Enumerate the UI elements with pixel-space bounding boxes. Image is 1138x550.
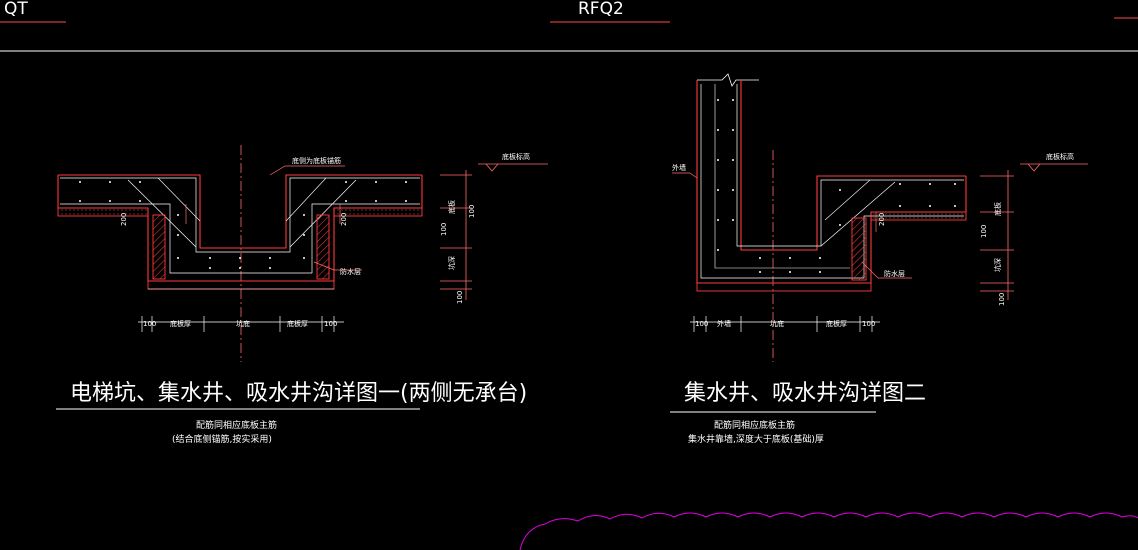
detail-1-note-1: 配筋同相应底板主筋 <box>196 419 277 431</box>
sheet-label-center: RFQ2 <box>578 0 624 19</box>
label-slab-thk: 底板 <box>447 200 456 214</box>
label-waterproof: 防水层 <box>884 269 905 278</box>
dim-100-b: 100 <box>998 293 1006 306</box>
rebar-dots <box>79 181 407 269</box>
detail-2-note-2: 集水井靠墙,深度大于底板(基础)厚 <box>688 433 824 445</box>
dim-100-b: 100 <box>456 291 464 304</box>
label-wall: 外墙 <box>672 163 686 172</box>
elevation-dims <box>980 163 1088 300</box>
bottom-dim-4: 底板厚 <box>826 319 847 328</box>
break-mark <box>697 73 759 87</box>
revision-cloud <box>519 512 1138 550</box>
elevation-dims <box>440 163 548 300</box>
detail-2-title: 集水井、吸水井沟详图二 <box>684 381 926 406</box>
label-waterproof: 防水层 <box>340 267 361 276</box>
bottom-dim-5: 100 <box>324 320 337 328</box>
leaders <box>269 165 362 271</box>
label-slab-level: 底板标高 <box>502 152 530 161</box>
detail-1-note-2: (结合底侧锚筋,按实采用) <box>172 433 272 445</box>
pit-structure <box>696 80 967 284</box>
bottom-dim-1: 100 <box>143 320 156 328</box>
bottom-dims <box>690 212 880 332</box>
dim-200-right: 200 <box>340 213 348 226</box>
bottom-dims <box>138 204 344 332</box>
bottom-dim-4: 底板厚 <box>287 319 308 328</box>
label-top-rebar: 底侧为底板锚筋 <box>292 156 341 165</box>
dim-200-left: 200 <box>120 213 128 226</box>
detail-1-title: 电梯坑、集水井、吸水井沟详图一(两侧无承台) <box>70 381 527 406</box>
detail-1: 底侧为底板锚筋 底板标高 防水层 底板 坑深 200 200 100 100 1… <box>56 145 548 445</box>
rebar-dots <box>717 99 956 273</box>
label-pit-depth: 坑深 <box>447 256 456 270</box>
label-slab-level: 底板标高 <box>1046 152 1074 161</box>
sheet-label-left: QT <box>4 0 28 19</box>
bottom-dim-3: 坑底 <box>236 319 250 328</box>
leaders <box>672 172 912 279</box>
bottom-dim-2: 外墙 <box>717 319 731 328</box>
dim-100-c: 100 <box>468 205 476 218</box>
sheet-header: QT RFQ2 <box>0 0 1138 52</box>
bottom-dim-2: 底板厚 <box>170 319 191 328</box>
bottom-dim-5: 100 <box>862 320 875 328</box>
waterproof-layer <box>57 207 423 290</box>
dim-100-a: 100 <box>980 225 988 238</box>
bottom-dim-1: 100 <box>695 320 708 328</box>
dim-200: 200 <box>878 213 886 226</box>
pit-structure <box>57 174 423 282</box>
waterproof-layer <box>696 211 967 292</box>
dim-100-a: 100 <box>440 223 448 236</box>
bottom-dim-3: 坑底 <box>770 319 784 328</box>
detail-2: 外墙 底板标高 防水层 底板 坑深 200 100 100 100 外墙 坑底 … <box>670 73 1088 445</box>
detail-2-note-1: 配筋同相应底板主筋 <box>714 419 795 431</box>
label-slab-thk: 底板 <box>993 202 1002 216</box>
label-pit-depth: 坑深 <box>993 258 1002 272</box>
